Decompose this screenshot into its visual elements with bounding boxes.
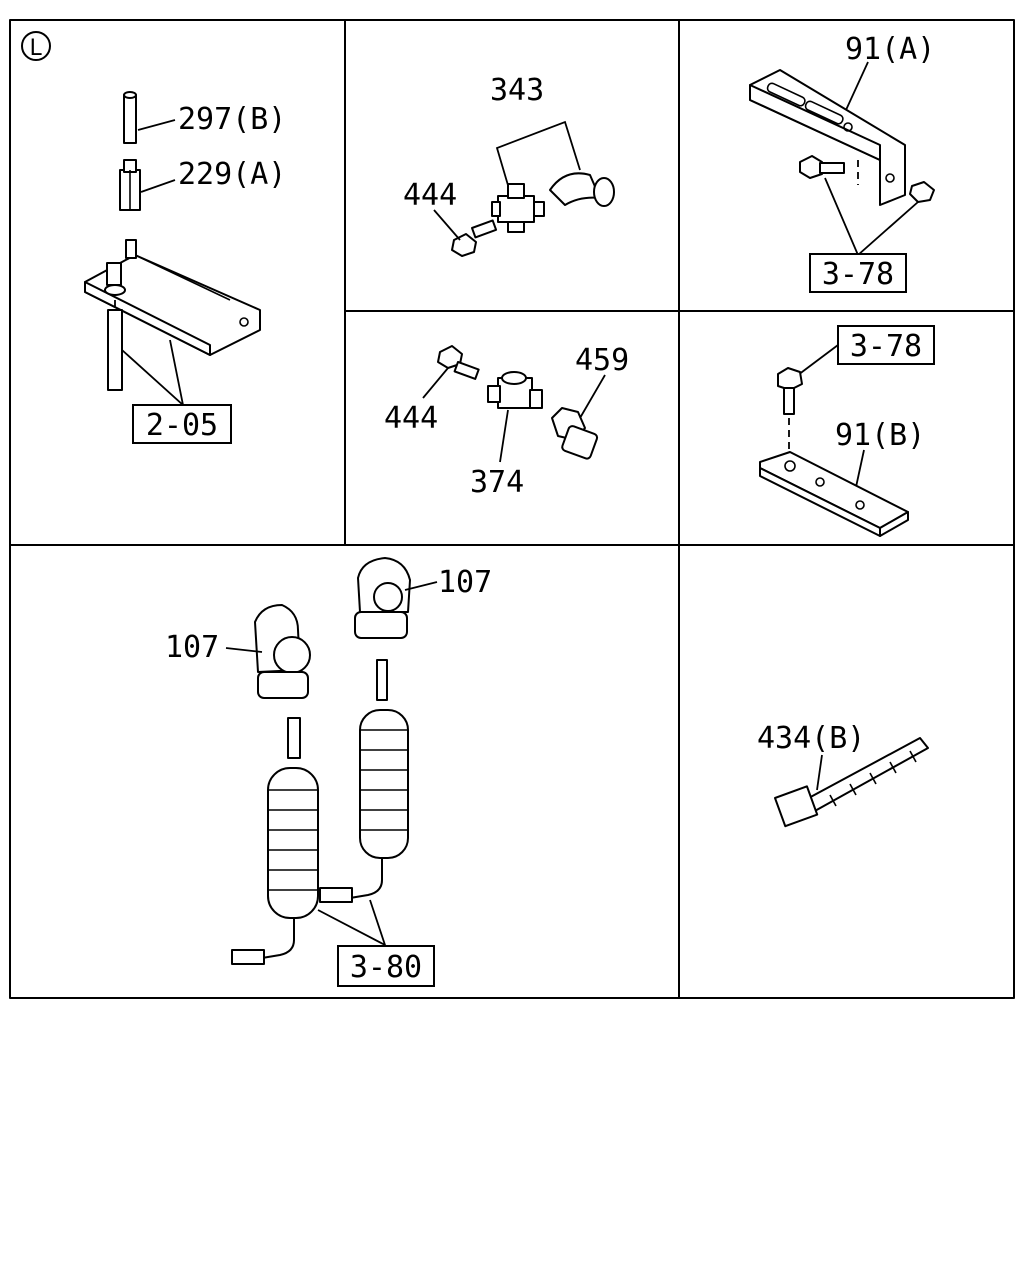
bracket-91a xyxy=(749,69,906,206)
label-444-top: 444 xyxy=(403,178,457,213)
ref-3-78-mid: 3-78 xyxy=(850,329,922,364)
label-434b: 434(B) xyxy=(757,721,865,756)
panel-2: 343 444 xyxy=(403,73,615,257)
nut-part xyxy=(909,181,935,203)
air-coil-left xyxy=(231,717,319,965)
tee-fitting-374 xyxy=(487,371,543,409)
nut-part xyxy=(119,159,141,211)
panel-grid xyxy=(9,19,1015,999)
elbow-fitting xyxy=(549,172,615,207)
label-374: 374 xyxy=(470,465,524,500)
ref-3-80: 3-80 xyxy=(350,950,422,985)
ref-box-3-80[interactable]: 3-80 xyxy=(337,945,435,987)
bracket-91b xyxy=(759,451,909,537)
coupling-head-right xyxy=(354,557,411,639)
panel-1: L 297(B) 229(A) xyxy=(21,31,286,444)
panel-7: 434(B) xyxy=(757,721,929,828)
label-459: 459 xyxy=(575,343,629,378)
panel-4: 444 374 459 xyxy=(384,343,629,500)
panel-5: 3-78 91(B) xyxy=(759,325,935,537)
ref-3-78-top: 3-78 xyxy=(822,257,894,292)
panel-6: 107 107 xyxy=(165,557,492,987)
label-343: 343 xyxy=(490,73,544,108)
corner-marker: L xyxy=(21,31,51,61)
bolt-part xyxy=(437,345,480,380)
label-444-bottom: 444 xyxy=(384,401,438,436)
ref-box-3-78-mid[interactable]: 3-78 xyxy=(837,325,935,365)
pipe-part xyxy=(123,91,137,144)
panel-3: 91(A) 3-78 xyxy=(749,32,935,293)
label-229a: 229(A) xyxy=(178,157,286,192)
label-107-right: 107 xyxy=(438,565,492,600)
connector-459 xyxy=(551,407,599,460)
label-91a: 91(A) xyxy=(845,32,935,67)
cable-tie xyxy=(774,737,929,828)
label-107-left: 107 xyxy=(165,630,219,665)
bolt-part xyxy=(451,219,498,257)
coupling-head-left xyxy=(254,604,311,699)
bolt-part xyxy=(799,155,845,179)
bracket-part xyxy=(84,239,261,391)
ref-box-2-05[interactable]: 2-05 xyxy=(132,404,232,444)
corner-marker-text: L xyxy=(29,36,42,61)
ref-box-3-78-top[interactable]: 3-78 xyxy=(809,253,907,293)
label-91b: 91(B) xyxy=(835,418,925,453)
label-297b: 297(B) xyxy=(178,102,286,137)
tee-fitting xyxy=(491,183,545,233)
air-coil-right xyxy=(319,659,409,903)
ref-2-05: 2-05 xyxy=(146,408,218,443)
bolt-part xyxy=(777,367,803,415)
